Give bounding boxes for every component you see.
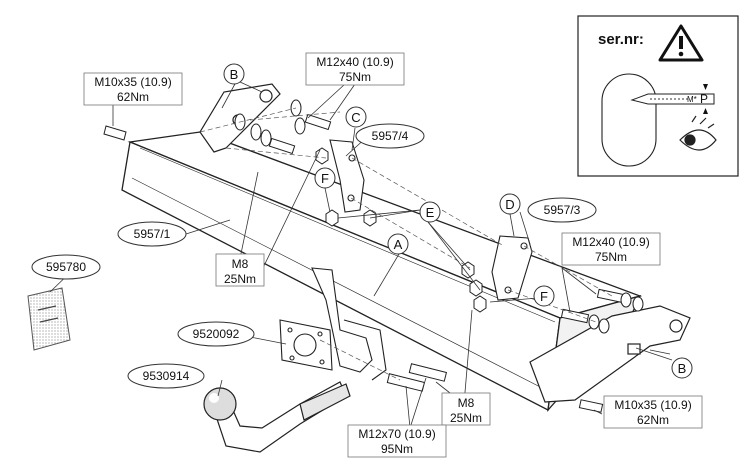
callout-spec: M12x40 (10.9) <box>316 55 393 69</box>
letter-a: A <box>394 237 403 252</box>
callout-m8-center: M8 25Nm <box>441 392 491 426</box>
letter-b-right: B <box>678 361 687 376</box>
callout-spec: M10x35 (10.9) <box>94 75 171 89</box>
serial-title: ser.nr: <box>598 31 644 48</box>
callout-m12x40-top: M12x40 (10.9) 75Nm <box>305 52 405 86</box>
arrow-up-icon <box>703 108 708 114</box>
callout-torque: 62Nm <box>637 413 669 427</box>
plate-marking: M* <box>687 95 697 104</box>
letter-b-left: B <box>230 67 239 82</box>
callout-torque: 25Nm <box>450 411 482 425</box>
callout-m10x35-right: M10x35 (10.9) 62Nm <box>603 395 703 429</box>
callout-spec: M12x70 (10.9) <box>358 427 435 441</box>
part-number-ovals <box>31 123 597 389</box>
callout-spec: M8 <box>458 396 475 410</box>
part-9520092: 9520092 <box>193 327 240 341</box>
part-5957-3: 5957/3 <box>544 203 581 217</box>
assembly-dash-lines <box>199 107 613 381</box>
letter-f-left: F <box>321 171 329 186</box>
center-brace <box>311 267 387 381</box>
bolts <box>103 113 644 413</box>
warning-triangle-icon <box>658 24 704 62</box>
callout-spec: M10x35 (10.9) <box>614 398 691 412</box>
letter-d: D <box>505 197 514 212</box>
callout-torque: 75Nm <box>595 250 627 264</box>
callout-spec: M12x40 (10.9) <box>572 235 649 249</box>
callout-spec: M8 <box>232 257 249 271</box>
arrow-down-icon <box>703 84 708 90</box>
letter-c: C <box>351 110 360 125</box>
plate-letter: P <box>700 92 708 106</box>
serial-number-panel: ser.nr: M* P <box>577 15 739 177</box>
socket-plate <box>279 319 333 371</box>
tow-ball-neck <box>203 381 351 453</box>
letter-markers <box>223 63 693 379</box>
callout-m10x35-left: M10x35 (10.9) 62Nm <box>83 72 183 106</box>
letter-e: E <box>426 205 435 220</box>
eye-icon <box>679 115 717 151</box>
electrical-kit-box <box>27 287 71 351</box>
hitch-plate-outline <box>601 73 657 167</box>
part-5957-4: 5957/4 <box>372 129 409 143</box>
callout-torque: 25Nm <box>224 272 256 286</box>
callout-m12x40-right: M12x40 (10.9) 75Nm <box>561 232 661 266</box>
callout-torque: 95Nm <box>381 442 413 456</box>
callout-torque: 62Nm <box>117 90 149 104</box>
callout-torque: 75Nm <box>339 70 371 84</box>
part-9530914: 9530914 <box>143 369 190 383</box>
letter-f-right: F <box>540 289 548 304</box>
callout-m12x70: M12x70 (10.9) 95Nm <box>347 424 447 458</box>
hex-nuts <box>315 147 487 313</box>
leader-lines <box>49 81 673 429</box>
part-595780: 595780 <box>46 260 86 274</box>
callout-m8-left: M8 25Nm <box>215 253 265 287</box>
part-5957-1: 5957/1 <box>134 227 171 241</box>
